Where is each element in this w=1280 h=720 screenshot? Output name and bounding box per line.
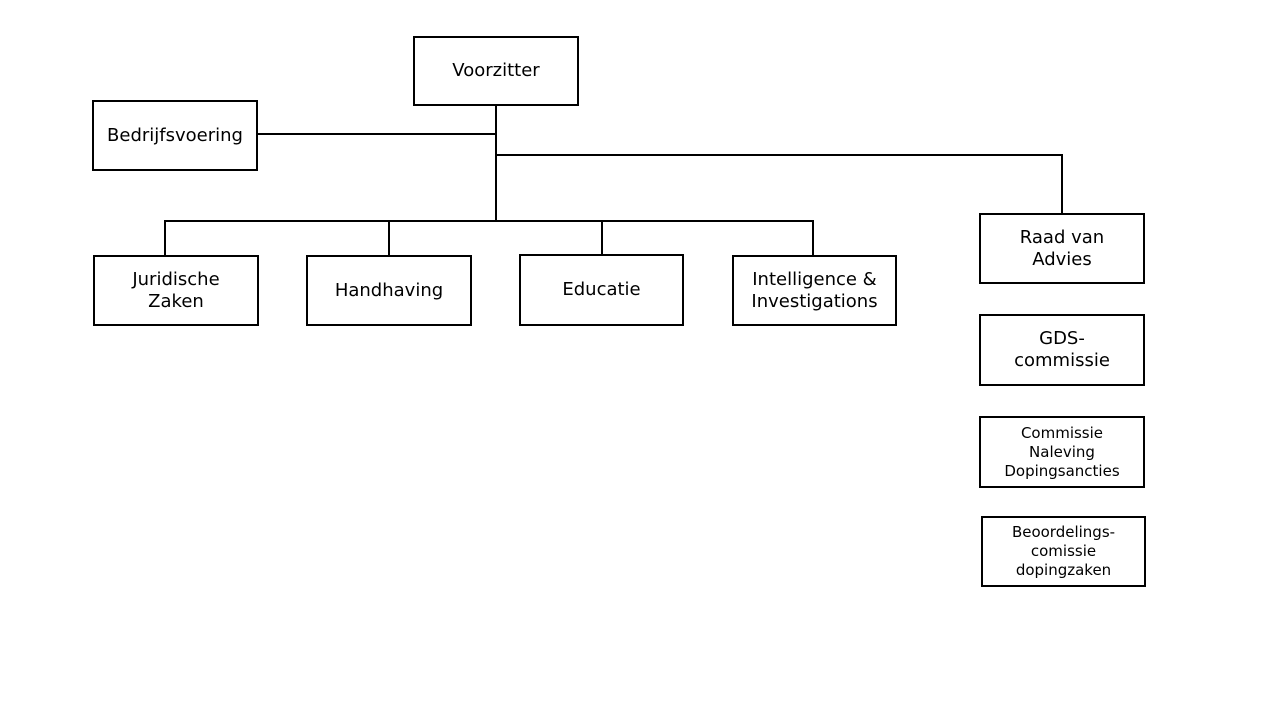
node-raad-van-advies: Raad van Advies bbox=[979, 213, 1145, 284]
node-juridische-zaken: Juridische Zaken bbox=[93, 255, 259, 326]
node-handhaving: Handhaving bbox=[306, 255, 472, 326]
node-gds-commissie: GDS- commissie bbox=[979, 314, 1145, 386]
connector-line bbox=[388, 220, 390, 256]
node-intelligence-investigations: Intelligence & Investigations bbox=[732, 255, 897, 326]
node-bedrijfsvoering: Bedrijfsvoering bbox=[92, 100, 258, 171]
connector-line bbox=[257, 133, 497, 135]
connector-line bbox=[601, 220, 603, 255]
connector-line bbox=[495, 154, 1063, 156]
node-educatie: Educatie bbox=[519, 254, 684, 326]
connector-line bbox=[1061, 154, 1063, 214]
node-voorzitter: Voorzitter bbox=[413, 36, 579, 106]
connector-line bbox=[812, 220, 814, 256]
connector-line bbox=[495, 105, 497, 222]
connector-line bbox=[164, 220, 814, 222]
connector-line bbox=[164, 220, 166, 256]
node-beoordelingscomissie-dopingzaken: Beoordelings- comissie dopingzaken bbox=[981, 516, 1146, 587]
node-commissie-naleving-dopingsancties: Commissie Naleving Dopingsancties bbox=[979, 416, 1145, 488]
